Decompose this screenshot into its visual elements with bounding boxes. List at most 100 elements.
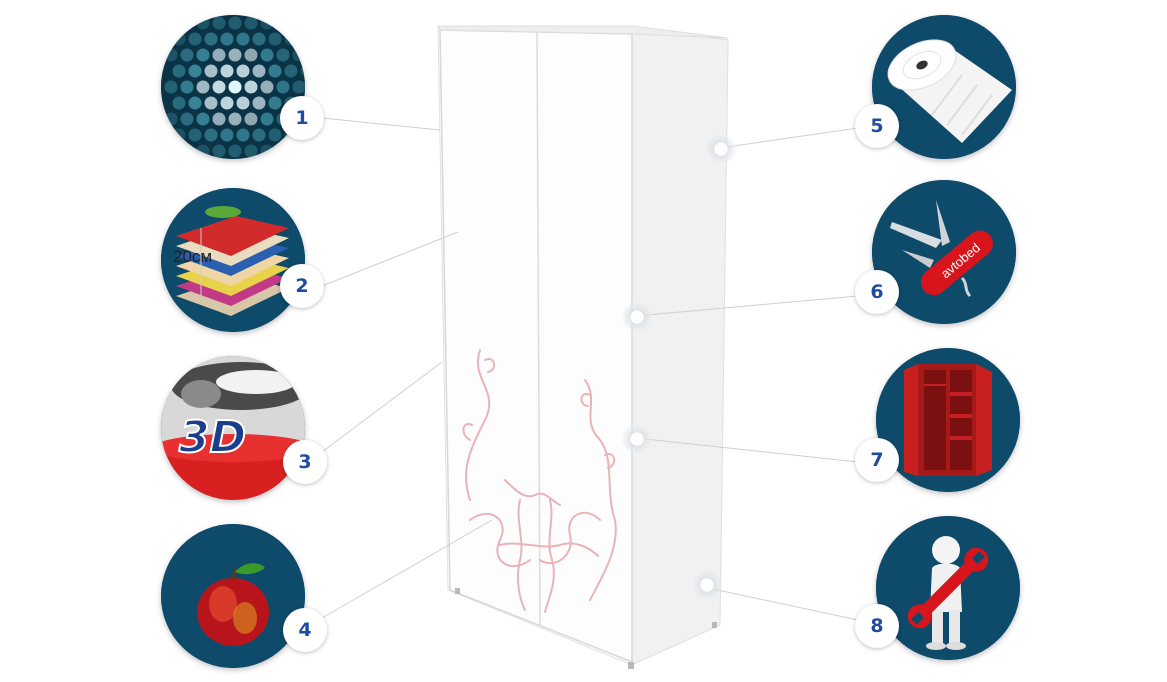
3d-label: 3D	[179, 412, 246, 463]
bulb	[220, 96, 234, 110]
bulb	[260, 16, 274, 30]
hotspot-5[interactable]	[706, 134, 736, 164]
bulb	[236, 96, 250, 110]
bulb	[276, 48, 290, 62]
bulb	[204, 128, 218, 142]
bulb	[180, 16, 194, 30]
feature-circle-4[interactable]	[161, 524, 305, 668]
bulb	[244, 48, 258, 62]
bulb	[244, 112, 258, 126]
bulb	[276, 16, 290, 30]
bulb	[212, 48, 226, 62]
bulb	[252, 128, 266, 142]
bulb	[252, 32, 266, 46]
bulb	[228, 80, 242, 94]
bulb	[268, 128, 282, 142]
bulb	[172, 96, 186, 110]
bulb	[180, 112, 194, 126]
feature-circle-7[interactable]	[876, 348, 1020, 492]
bulb	[180, 80, 194, 94]
leader-lines	[321, 117, 859, 621]
bulb	[260, 144, 274, 158]
feature-circle-3[interactable]: 3D	[161, 356, 305, 500]
bulb	[244, 80, 258, 94]
bulb	[228, 144, 242, 158]
bulb	[204, 64, 218, 78]
floral-ornament	[462, 349, 617, 613]
feature-circle-6[interactable]: avtobed	[872, 180, 1016, 324]
bulb	[252, 96, 266, 110]
bulb	[220, 32, 234, 46]
hotspot-8[interactable]	[692, 570, 722, 600]
feature-circle-1[interactable]	[161, 15, 305, 159]
feature-circle-2[interactable]: 20см	[161, 188, 305, 332]
bulb	[164, 48, 178, 62]
bulb	[236, 32, 250, 46]
bulb	[268, 32, 282, 46]
wardrobe	[437, 25, 729, 669]
bulb	[260, 48, 274, 62]
bulb	[260, 112, 274, 126]
feature-number-4: 4	[283, 608, 327, 652]
bulb	[220, 128, 234, 142]
3d-logo-icon: 3D	[161, 356, 305, 500]
feature-number-6: 6	[855, 270, 899, 314]
bulb	[196, 48, 210, 62]
bulb	[196, 144, 210, 158]
bulb	[204, 96, 218, 110]
bulb	[212, 144, 226, 158]
bulb	[292, 48, 305, 62]
bulb	[180, 144, 194, 158]
bulb	[164, 144, 178, 158]
repair-man-icon	[876, 516, 1020, 660]
bulb	[236, 64, 250, 78]
feature-number-8: 8	[855, 604, 899, 648]
bulb	[188, 128, 202, 142]
bulb	[300, 32, 305, 46]
bulb	[188, 64, 202, 78]
bulb	[228, 112, 242, 126]
feature-number-5: 5	[855, 104, 899, 148]
hotspot-7[interactable]	[622, 424, 652, 454]
feature-number-7: 7	[855, 438, 899, 482]
bulb	[292, 80, 305, 94]
bulb	[268, 64, 282, 78]
bulb	[244, 16, 258, 30]
bulb	[252, 64, 266, 78]
bulb	[164, 80, 178, 94]
bulb	[292, 144, 305, 158]
bulb	[276, 144, 290, 158]
bulb	[196, 16, 210, 30]
bulb	[212, 112, 226, 126]
thickness-label: 20см	[173, 247, 212, 266]
bulb	[284, 32, 298, 46]
feature-circle-8[interactable]	[876, 516, 1020, 660]
bulb	[172, 64, 186, 78]
bulb	[244, 144, 258, 158]
apple-icon	[161, 524, 305, 668]
feature-number-3: 3	[283, 440, 327, 484]
bulb	[172, 32, 186, 46]
light-bulbs-icon	[161, 15, 305, 159]
bulb	[188, 96, 202, 110]
bulb	[268, 96, 282, 110]
bulb	[196, 112, 210, 126]
red-wardrobe-icon	[876, 348, 1020, 492]
bulb	[300, 64, 305, 78]
layered-board-icon: 20см	[161, 188, 305, 332]
bulb	[204, 32, 218, 46]
feature-number-2: 2	[280, 264, 324, 308]
bulb	[188, 32, 202, 46]
bulb	[236, 128, 250, 142]
bulb	[228, 48, 242, 62]
bulb	[276, 80, 290, 94]
bulb	[196, 80, 210, 94]
bulb	[164, 112, 178, 126]
bulb	[260, 80, 274, 94]
hotspot-6[interactable]	[622, 302, 652, 332]
bulb	[164, 16, 178, 30]
bulb	[180, 48, 194, 62]
bulb	[212, 80, 226, 94]
bulb	[220, 64, 234, 78]
